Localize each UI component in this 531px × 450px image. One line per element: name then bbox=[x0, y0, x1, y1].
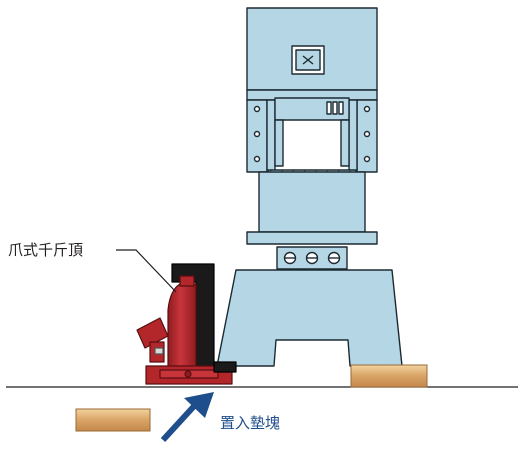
jack-cylinder bbox=[167, 283, 197, 369]
press-ram bbox=[274, 97, 350, 121]
claw-jack bbox=[136, 263, 237, 385]
jack-pump-handle bbox=[136, 317, 169, 349]
wood-block-under-press bbox=[350, 364, 428, 388]
claw-jack-label: 爪式千斤頂 bbox=[8, 241, 83, 259]
claw-jack-leader-line bbox=[116, 249, 177, 293]
press-bolster bbox=[246, 231, 378, 245]
press-machine bbox=[216, 7, 403, 367]
ram-indicator-bars bbox=[326, 101, 344, 115]
press-base bbox=[216, 269, 403, 367]
gauge-icon bbox=[291, 45, 325, 75]
hydraulic-fittings-icon bbox=[283, 251, 341, 265]
wood-block-to-insert bbox=[75, 408, 151, 432]
arrow-up-right-icon bbox=[160, 392, 214, 443]
insert-block-label: 置入墊塊 bbox=[220, 414, 280, 432]
column-bolts bbox=[253, 105, 371, 163]
press-mid-body bbox=[258, 171, 366, 233]
